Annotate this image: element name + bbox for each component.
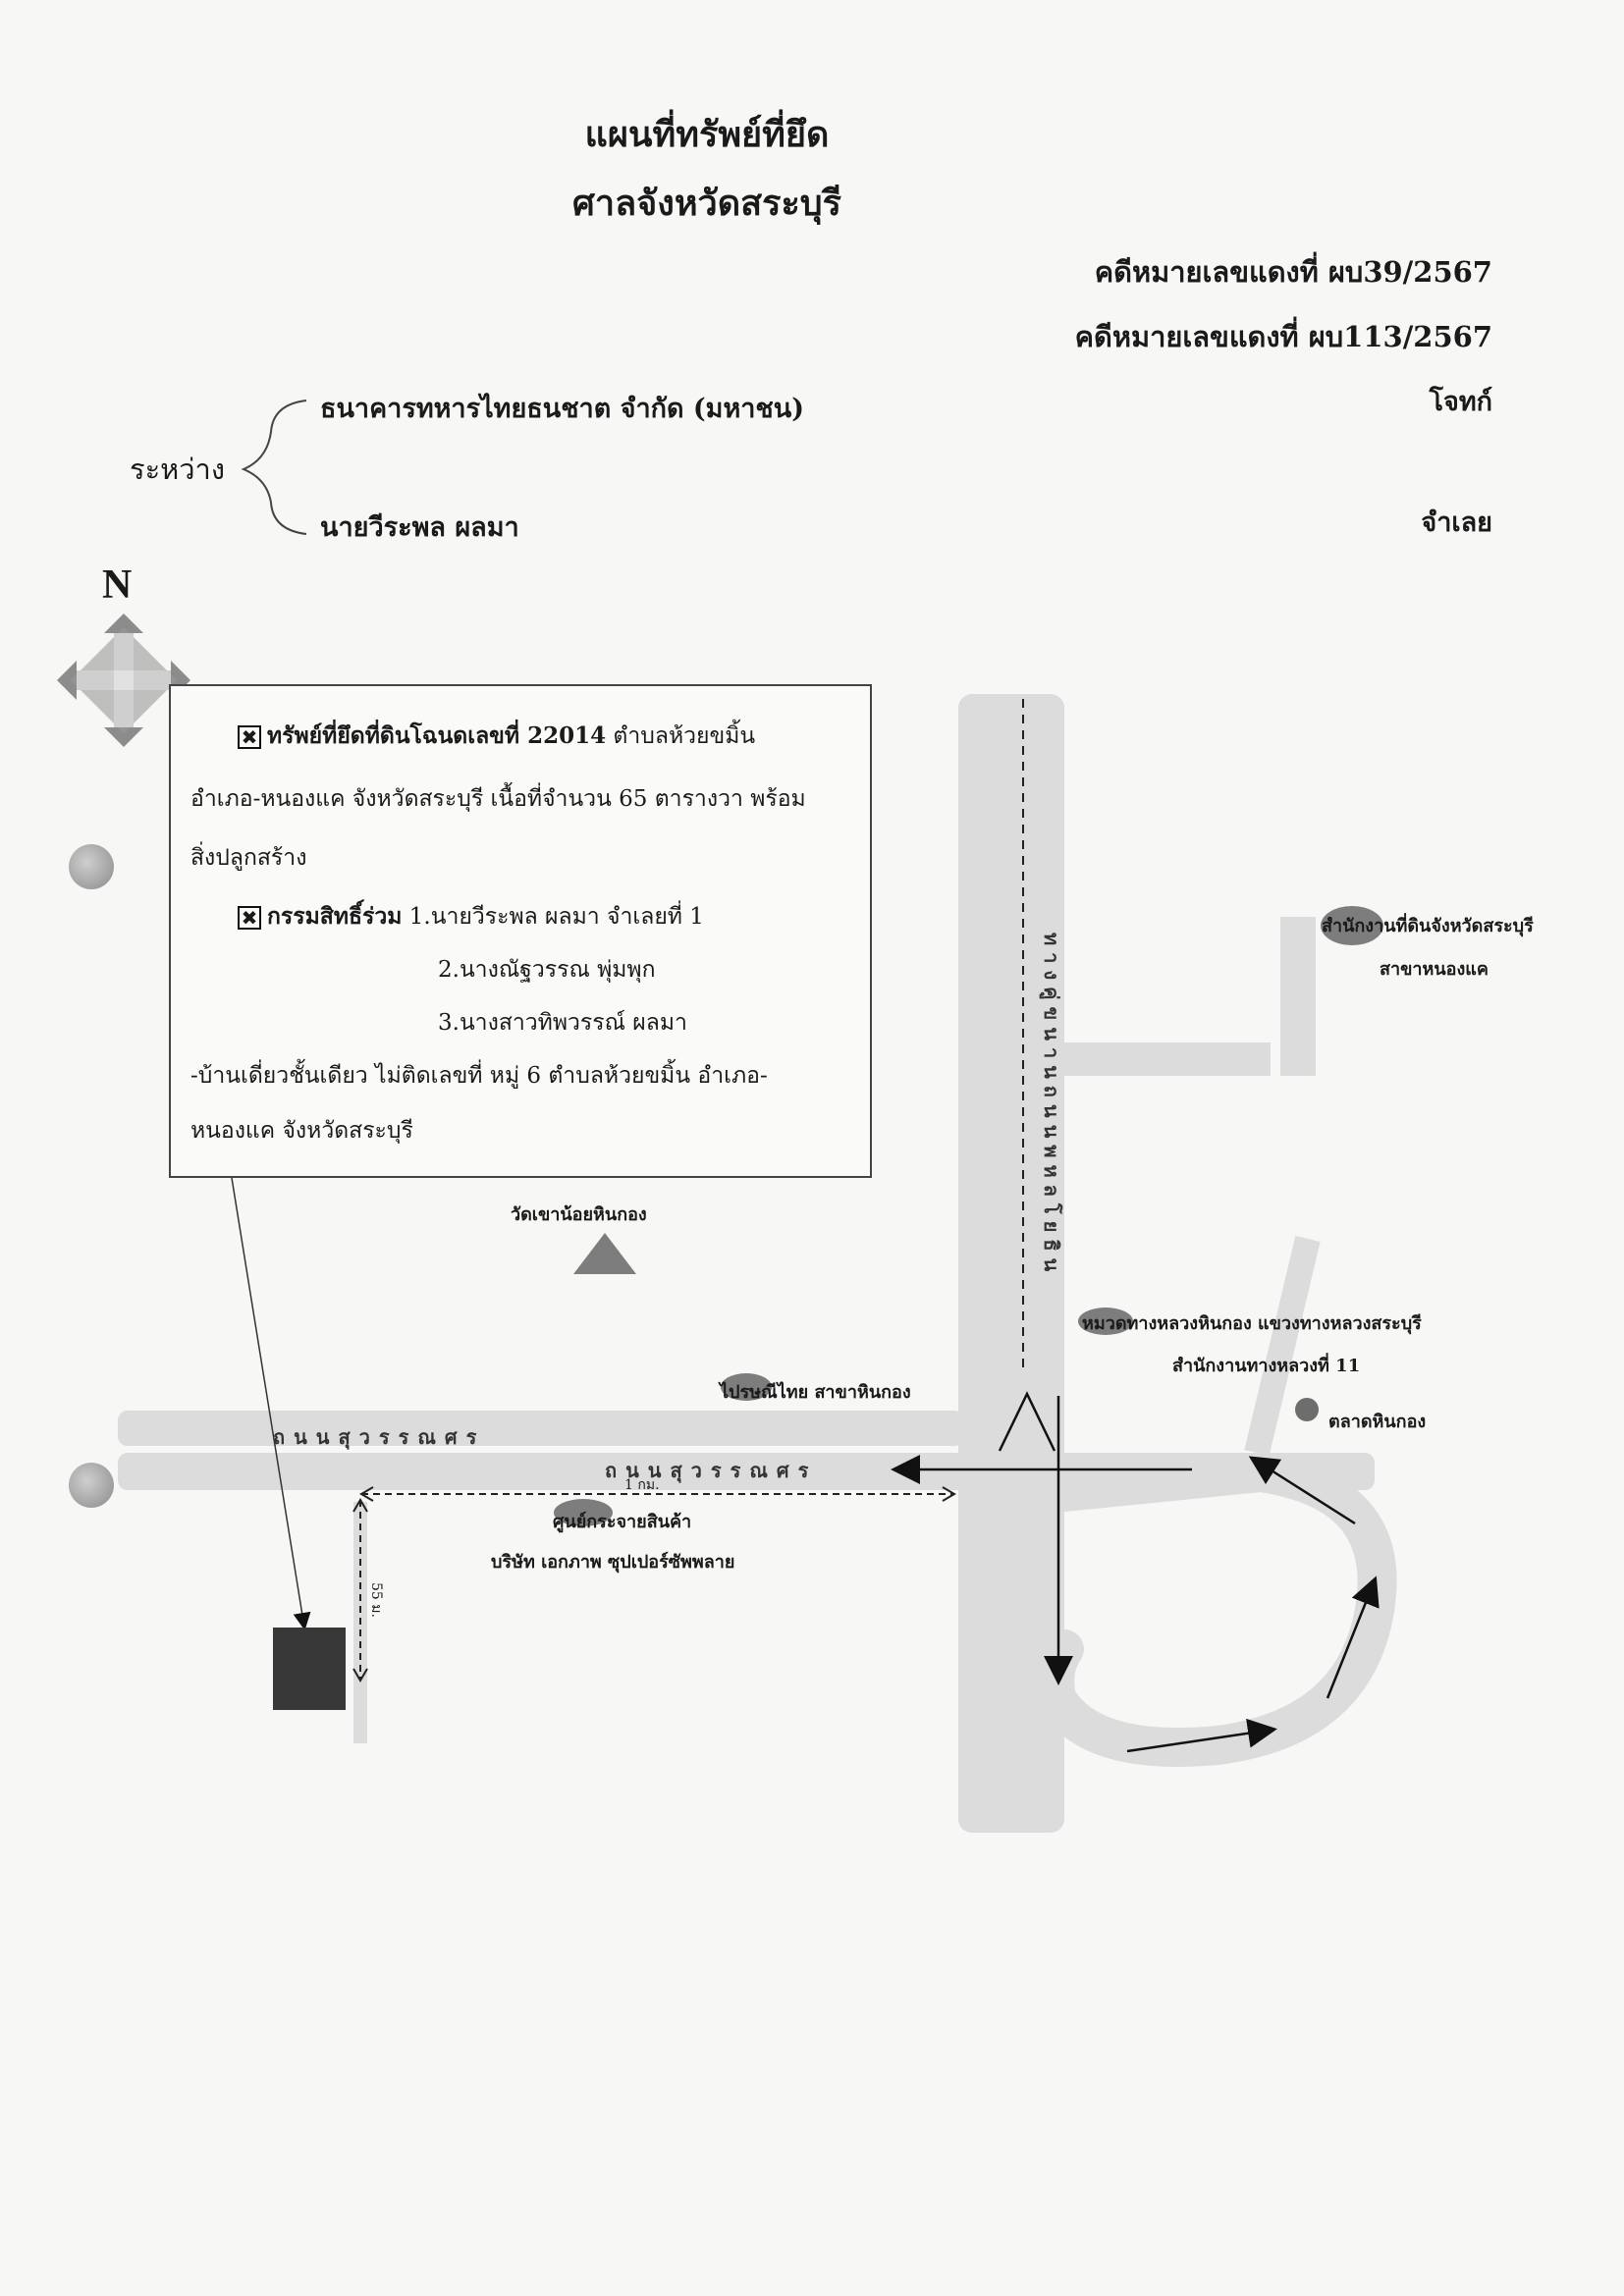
- distance-horizontal-label: 1 กม.: [624, 1477, 660, 1493]
- owner-1: 1.นายวีระพล ผลมา จำเลยที่ 1: [408, 904, 704, 930]
- suwannason-road-label-upper: ถนนสุวรรณศร: [273, 1425, 486, 1449]
- distance-vertical-label: 55 ม.: [368, 1582, 384, 1618]
- defendant-role: จำเลย: [1421, 507, 1492, 538]
- company-label: บริษัท เอกภาพ ซุปเปอร์ซัพพลาย: [491, 1552, 735, 1573]
- property-subdistrict: ตำบลห้วยขมิ้น: [606, 723, 756, 749]
- defendant-name: นายวีระพล ผลมา: [320, 512, 519, 543]
- property-line-1: ✖ทรัพย์ที่ยึดที่ดินโฉนดเลขที่ 22014 ตำบล…: [238, 722, 756, 749]
- co-owner-label: กรรมสิทธิ์ร่วม: [267, 903, 403, 930]
- punch-hole: [69, 1463, 114, 1508]
- suwannason-road-upper: [118, 1411, 964, 1446]
- check-icon: ✖: [238, 725, 261, 749]
- traffic-arrow: [1126, 1718, 1277, 1753]
- property-line-3: สิ่งปลูกสร้าง: [190, 845, 307, 871]
- case-number-2: คดีหมายเลขแดงที่ ผบ113/2567: [1074, 320, 1492, 353]
- case-number-1: คดีหมายเลขแดงที่ ผบ39/2567: [1094, 255, 1492, 289]
- land-office-marker: [1321, 906, 1383, 945]
- owner-2: 2.นางณัฐวรรณ พุ่มพุก: [438, 957, 656, 983]
- court-name: ศาลจังหวัดสระบุรี: [572, 183, 841, 224]
- owner-3: 3.นางสาวทิพวรรณ์ ผลมา: [438, 1010, 687, 1036]
- property-block: [273, 1628, 346, 1710]
- leader-line: [231, 1177, 311, 1630]
- temple-icon: [573, 1233, 636, 1274]
- land-office-branch-road: [1064, 1042, 1271, 1076]
- market-label: ตลาดหินกอง: [1328, 1412, 1427, 1432]
- property-line-2: อำเภอ-หนองแค จังหวัดสระบุรี เนื้อที่จำนว…: [190, 786, 806, 812]
- market-marker: [1295, 1398, 1319, 1421]
- distribution-marker: [554, 1499, 613, 1526]
- punch-hole: [69, 844, 114, 889]
- u-turn-symbol: [998, 1391, 1056, 1452]
- side-road: [1244, 1235, 1321, 1457]
- phahonyothin-road-label: ทางคู่ขนานถนนพหลโยธิน: [1040, 933, 1063, 1279]
- house-line-1: -บ้านเดี่ยวชั้นเดียว ไม่ติดเลขที่ หมู่ 6…: [190, 1063, 768, 1089]
- land-office-label: สำนักงานที่ดินจังหวัดสระบุรี: [1322, 916, 1534, 936]
- property-title: ทรัพย์ที่ยึดที่ดินโฉนดเลขที่ 22014: [267, 722, 607, 749]
- distribution-center-label: ศูนย์กระจายสินค้า: [553, 1512, 692, 1532]
- traffic-arrow: [1248, 1456, 1356, 1525]
- between-label: ระหว่าง: [130, 453, 225, 486]
- north-label: N: [102, 562, 133, 608]
- brace: [241, 400, 307, 535]
- land-office-branch-label: สาขาหนองแค: [1380, 959, 1489, 980]
- land-office-branch-road: [1280, 917, 1316, 1076]
- u-turn-loop: [1035, 1452, 1397, 1767]
- temple-label: วัดเขาน้อยหินกอง: [511, 1204, 647, 1225]
- property-info-box: ✖ทรัพย์ที่ยึดที่ดินโฉนดเลขที่ 22014 ตำบล…: [169, 684, 872, 1178]
- check-icon: ✖: [238, 906, 261, 930]
- house-line-2: หนองแค จังหวัดสระบุรี: [190, 1118, 413, 1144]
- post-office-marker: [721, 1373, 772, 1401]
- plaintiff-name: ธนาคารทหารไทยธนชาต จำกัด (มหาชน): [320, 394, 804, 424]
- document-title: แผนที่ทรัพย์ที่ยึด: [584, 114, 830, 155]
- highway-marker: [1078, 1308, 1133, 1335]
- compass-icon: [57, 614, 190, 747]
- highway-unit-label: หมวดทางหลวงหินกอง แขวงทางหลวงสระบุรี: [1082, 1313, 1422, 1334]
- post-office-label: ไปรษณีไทย สาขาหินกอง: [720, 1382, 911, 1403]
- highway-office-label: สำนักงานทางหลวงที่ 11: [1172, 1356, 1361, 1376]
- phahonyothin-road: [958, 694, 1064, 1833]
- plaintiff-role: โจทก์: [1429, 387, 1492, 417]
- traffic-arrow: [1326, 1575, 1380, 1699]
- co-owner-line: ✖กรรมสิทธิ์ร่วม 1.นายวีระพล ผลมา จำเลยที…: [238, 903, 704, 930]
- suwannason-road-label-lower: ถนนสุวรรณศร: [605, 1459, 818, 1482]
